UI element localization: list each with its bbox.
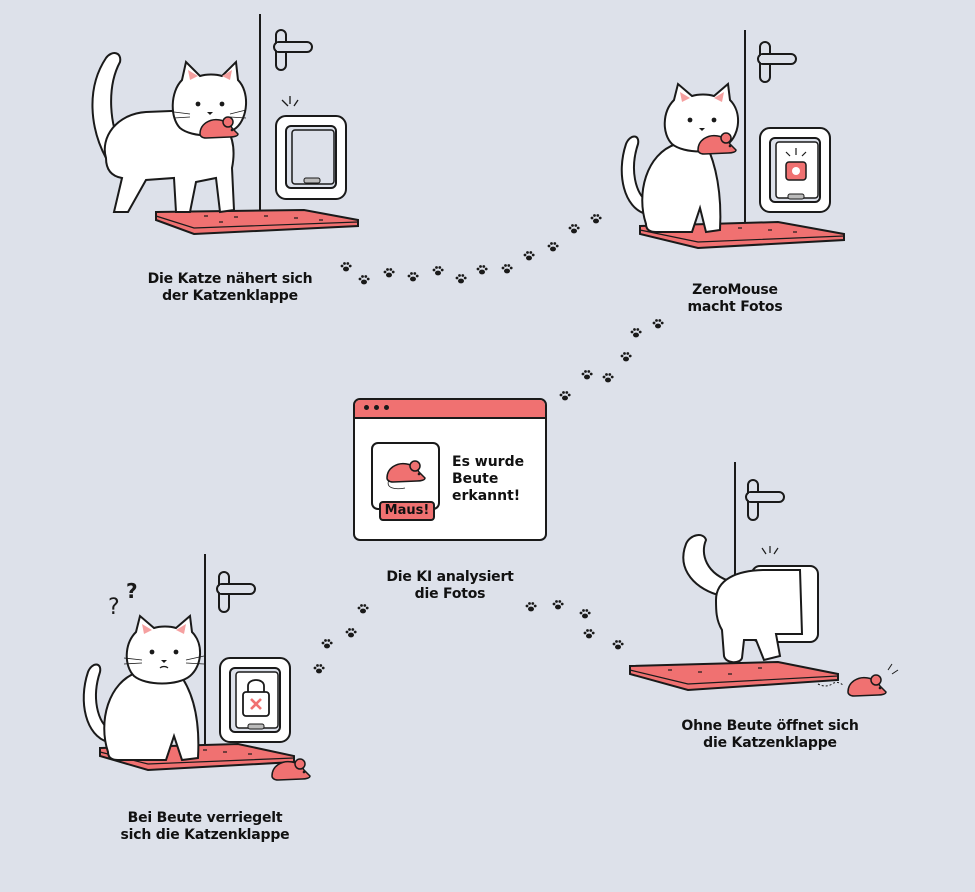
window-dot-icon [374, 405, 379, 410]
door-edge-line [259, 14, 261, 224]
paw-print-icon [340, 262, 352, 272]
paw-print-icon [523, 251, 535, 261]
paw-print-icon [581, 370, 593, 380]
window-dot-icon [384, 405, 389, 410]
step-4-caption: Bei Beute verriegelt sich die Katzenklap… [120, 810, 290, 843]
doormat [629, 660, 839, 692]
step-5-caption: Ohne Beute öffnet sich die Katzenklappe [681, 718, 859, 751]
escaping-mouse-icon [817, 663, 899, 697]
svg-text:?: ? [108, 595, 120, 620]
door-edge-line [744, 30, 746, 240]
paw-print-icon [407, 272, 419, 282]
paw-print-icon [568, 224, 580, 234]
door-edge-line [204, 554, 206, 754]
paw-print-icon [357, 604, 369, 614]
paw-print-icon [630, 328, 642, 338]
cat-flap-locked-icon [219, 657, 291, 743]
paw-print-icon [383, 268, 395, 278]
question-marks-icon: ? ? [108, 579, 138, 620]
paw-print-icon [590, 214, 602, 224]
step-3-caption: Die KI analysiert die Fotos [386, 569, 514, 602]
door-handle-icon [273, 29, 313, 71]
dropped-mouse-icon [271, 758, 311, 781]
paw-print-icon [345, 628, 357, 638]
paw-print-icon [602, 373, 614, 383]
paw-print-icon [552, 600, 564, 610]
door-handle-icon [745, 479, 785, 521]
paw-print-icon [501, 264, 513, 274]
ai-detection-window: Maus! Es wurde Beute erkannt! [353, 398, 547, 541]
paw-print-icon [547, 242, 559, 252]
paw-print-icon [313, 664, 325, 674]
paw-print-icon [620, 352, 632, 362]
paw-print-icon [432, 266, 444, 276]
window-dot-icon [364, 405, 369, 410]
paw-print-icon [612, 640, 624, 650]
paw-print-icon [321, 639, 333, 649]
detected-image-thumbnail [371, 442, 440, 510]
paw-print-icon [652, 319, 664, 329]
paw-print-icon [358, 275, 370, 285]
detection-message: Es wurde Beute erkannt! [452, 454, 525, 504]
cat-sitting-icon [620, 82, 739, 234]
cat-flap-camera-icon [759, 127, 831, 213]
door-handle-icon [216, 571, 256, 613]
cat-walking-icon [91, 52, 247, 214]
cat-flap-icon [275, 96, 347, 200]
svg-text:?: ? [126, 579, 138, 603]
doormat [155, 208, 359, 236]
cat-confused-icon [82, 614, 205, 762]
paw-print-icon [455, 274, 467, 284]
door-handle-icon [757, 41, 797, 83]
mouse-icon [386, 460, 426, 490]
step-1-caption: Die Katze nähert sich der Katzenklappe [147, 271, 313, 304]
paw-print-icon [559, 391, 571, 401]
cat-entering-icon [682, 534, 804, 664]
paw-print-icon [583, 629, 595, 639]
step-2-caption: ZeroMouse macht Fotos [687, 282, 783, 315]
paw-print-icon [476, 265, 488, 275]
window-titlebar [355, 400, 545, 419]
detection-label-badge: Maus! [379, 501, 435, 521]
paw-print-icon [579, 609, 591, 619]
